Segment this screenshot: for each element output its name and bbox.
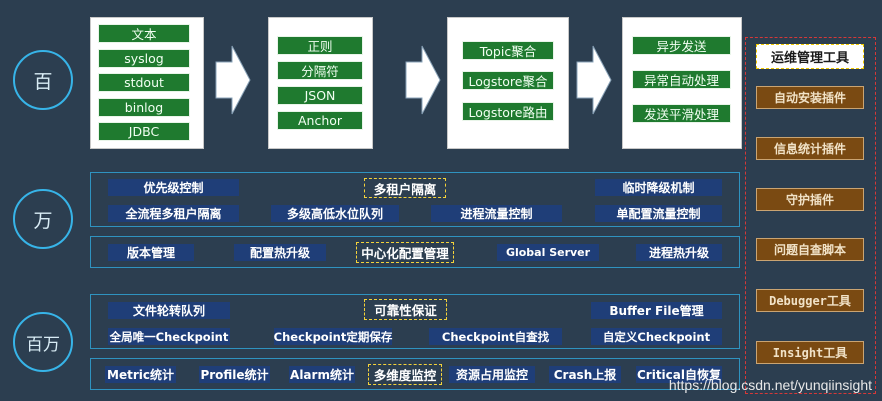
process-item: Anchor xyxy=(277,111,363,130)
tool-item: 守护插件 xyxy=(756,188,864,211)
ops-tools-box: 运维管理工具 自动安装插件 信息统计插件 守护插件 问题自查脚本 Debugge… xyxy=(745,37,876,394)
process-flow-control: 进程流量控制 xyxy=(431,205,562,222)
unique-checkpoint: 全局唯一Checkpoint xyxy=(108,328,230,345)
arrow-2 xyxy=(405,45,441,115)
global-server: Global Server xyxy=(497,244,599,261)
ops-tools-title: 运维管理工具 xyxy=(756,44,864,69)
input-item: binlog xyxy=(98,98,190,117)
process-item: 正则 xyxy=(277,36,363,55)
critical-recovery: Critical自恢复 xyxy=(636,366,722,383)
level-circle-wan: 万 xyxy=(13,189,73,249)
version-management: 版本管理 xyxy=(108,244,194,261)
reliability-box: 文件轮转队列 可靠性保证 Buffer File管理 全局唯一Checkpoin… xyxy=(90,294,740,349)
tool-item: 问题自查脚本 xyxy=(756,238,864,261)
level-circle-baiwan: 百万 xyxy=(13,312,73,372)
watermark-queue: 多级高低水位队列 xyxy=(271,205,399,222)
send-item: 异步发送 xyxy=(632,36,731,55)
priority-control: 优先级控制 xyxy=(108,179,239,196)
resource-monitor: 资源占用监控 xyxy=(449,366,535,383)
reliability-guarantee: 可靠性保证 xyxy=(364,299,447,320)
input-panel: 文本 syslog stdout binlog JDBC xyxy=(90,17,204,149)
file-rotate-queue: 文件轮转队列 xyxy=(108,302,230,319)
metric-stats: Metric统计 xyxy=(105,366,176,383)
multi-dim-monitor: 多维度监控 xyxy=(368,364,442,385)
watermark-text: https://blog.csdn.net/yunqiinsight xyxy=(668,377,872,393)
aggregate-item: Logstore路由 xyxy=(462,102,554,121)
buffer-file-management: Buffer File管理 xyxy=(591,302,722,319)
alarm-stats: Alarm统计 xyxy=(289,366,355,383)
send-item: 异常自动处理 xyxy=(632,70,731,89)
level-label: 百 xyxy=(33,70,53,93)
level-label: 万 xyxy=(33,209,53,232)
aggregate-panel: Topic聚合 Logstore聚合 Logstore路由 xyxy=(447,17,569,149)
level-circle-bai: 百 xyxy=(13,50,73,110)
monitor-box: Metric统计 Profile统计 Alarm统计 多维度监控 资源占用监控 … xyxy=(90,358,740,390)
tool-item: Insight工具 xyxy=(756,341,864,364)
level-label: 百万 xyxy=(26,334,60,355)
tool-item: 信息统计插件 xyxy=(756,137,864,160)
arrow-3 xyxy=(576,45,612,115)
aggregate-item: Topic聚合 xyxy=(462,41,554,60)
input-item: 文本 xyxy=(98,24,190,43)
single-config-flow-control: 单配置流量控制 xyxy=(595,205,722,222)
multi-tenant-isolation: 多租户隔离 xyxy=(364,178,446,198)
temporary-degrade: 临时降级机制 xyxy=(595,179,722,196)
checkpoint-periodic-save: Checkpoint定期保存 xyxy=(273,328,393,345)
custom-checkpoint: 自定义Checkpoint xyxy=(591,328,722,345)
tool-item: 自动安装插件 xyxy=(756,86,864,109)
config-hot-upgrade: 配置热升级 xyxy=(234,244,326,261)
full-flow-isolation: 全流程多租户隔离 xyxy=(108,205,239,222)
isolation-box: 优先级控制 多租户隔离 临时降级机制 全流程多租户隔离 多级高低水位队列 进程流… xyxy=(90,172,740,227)
tool-item: Debugger工具 xyxy=(756,289,864,312)
process-panel: 正则 分隔符 JSON Anchor xyxy=(268,17,373,149)
process-hot-upgrade: 进程热升级 xyxy=(636,244,722,261)
checkpoint-self-find: Checkpoint自查找 xyxy=(429,328,562,345)
profile-stats: Profile统计 xyxy=(199,366,270,383)
process-item: JSON xyxy=(277,86,363,105)
send-item: 发送平滑处理 xyxy=(632,104,731,123)
input-item: JDBC xyxy=(98,122,190,141)
config-box: 版本管理 配置热升级 中心化配置管理 Global Server 进程热升级 xyxy=(90,236,740,268)
arrow-1 xyxy=(215,45,251,115)
process-item: 分隔符 xyxy=(277,61,363,80)
aggregate-item: Logstore聚合 xyxy=(462,71,554,90)
crash-report: Crash上报 xyxy=(549,366,621,383)
input-item: syslog xyxy=(98,49,190,68)
central-config-management: 中心化配置管理 xyxy=(356,242,454,263)
send-panel: 异步发送 异常自动处理 发送平滑处理 xyxy=(622,17,742,149)
input-item: stdout xyxy=(98,73,190,92)
